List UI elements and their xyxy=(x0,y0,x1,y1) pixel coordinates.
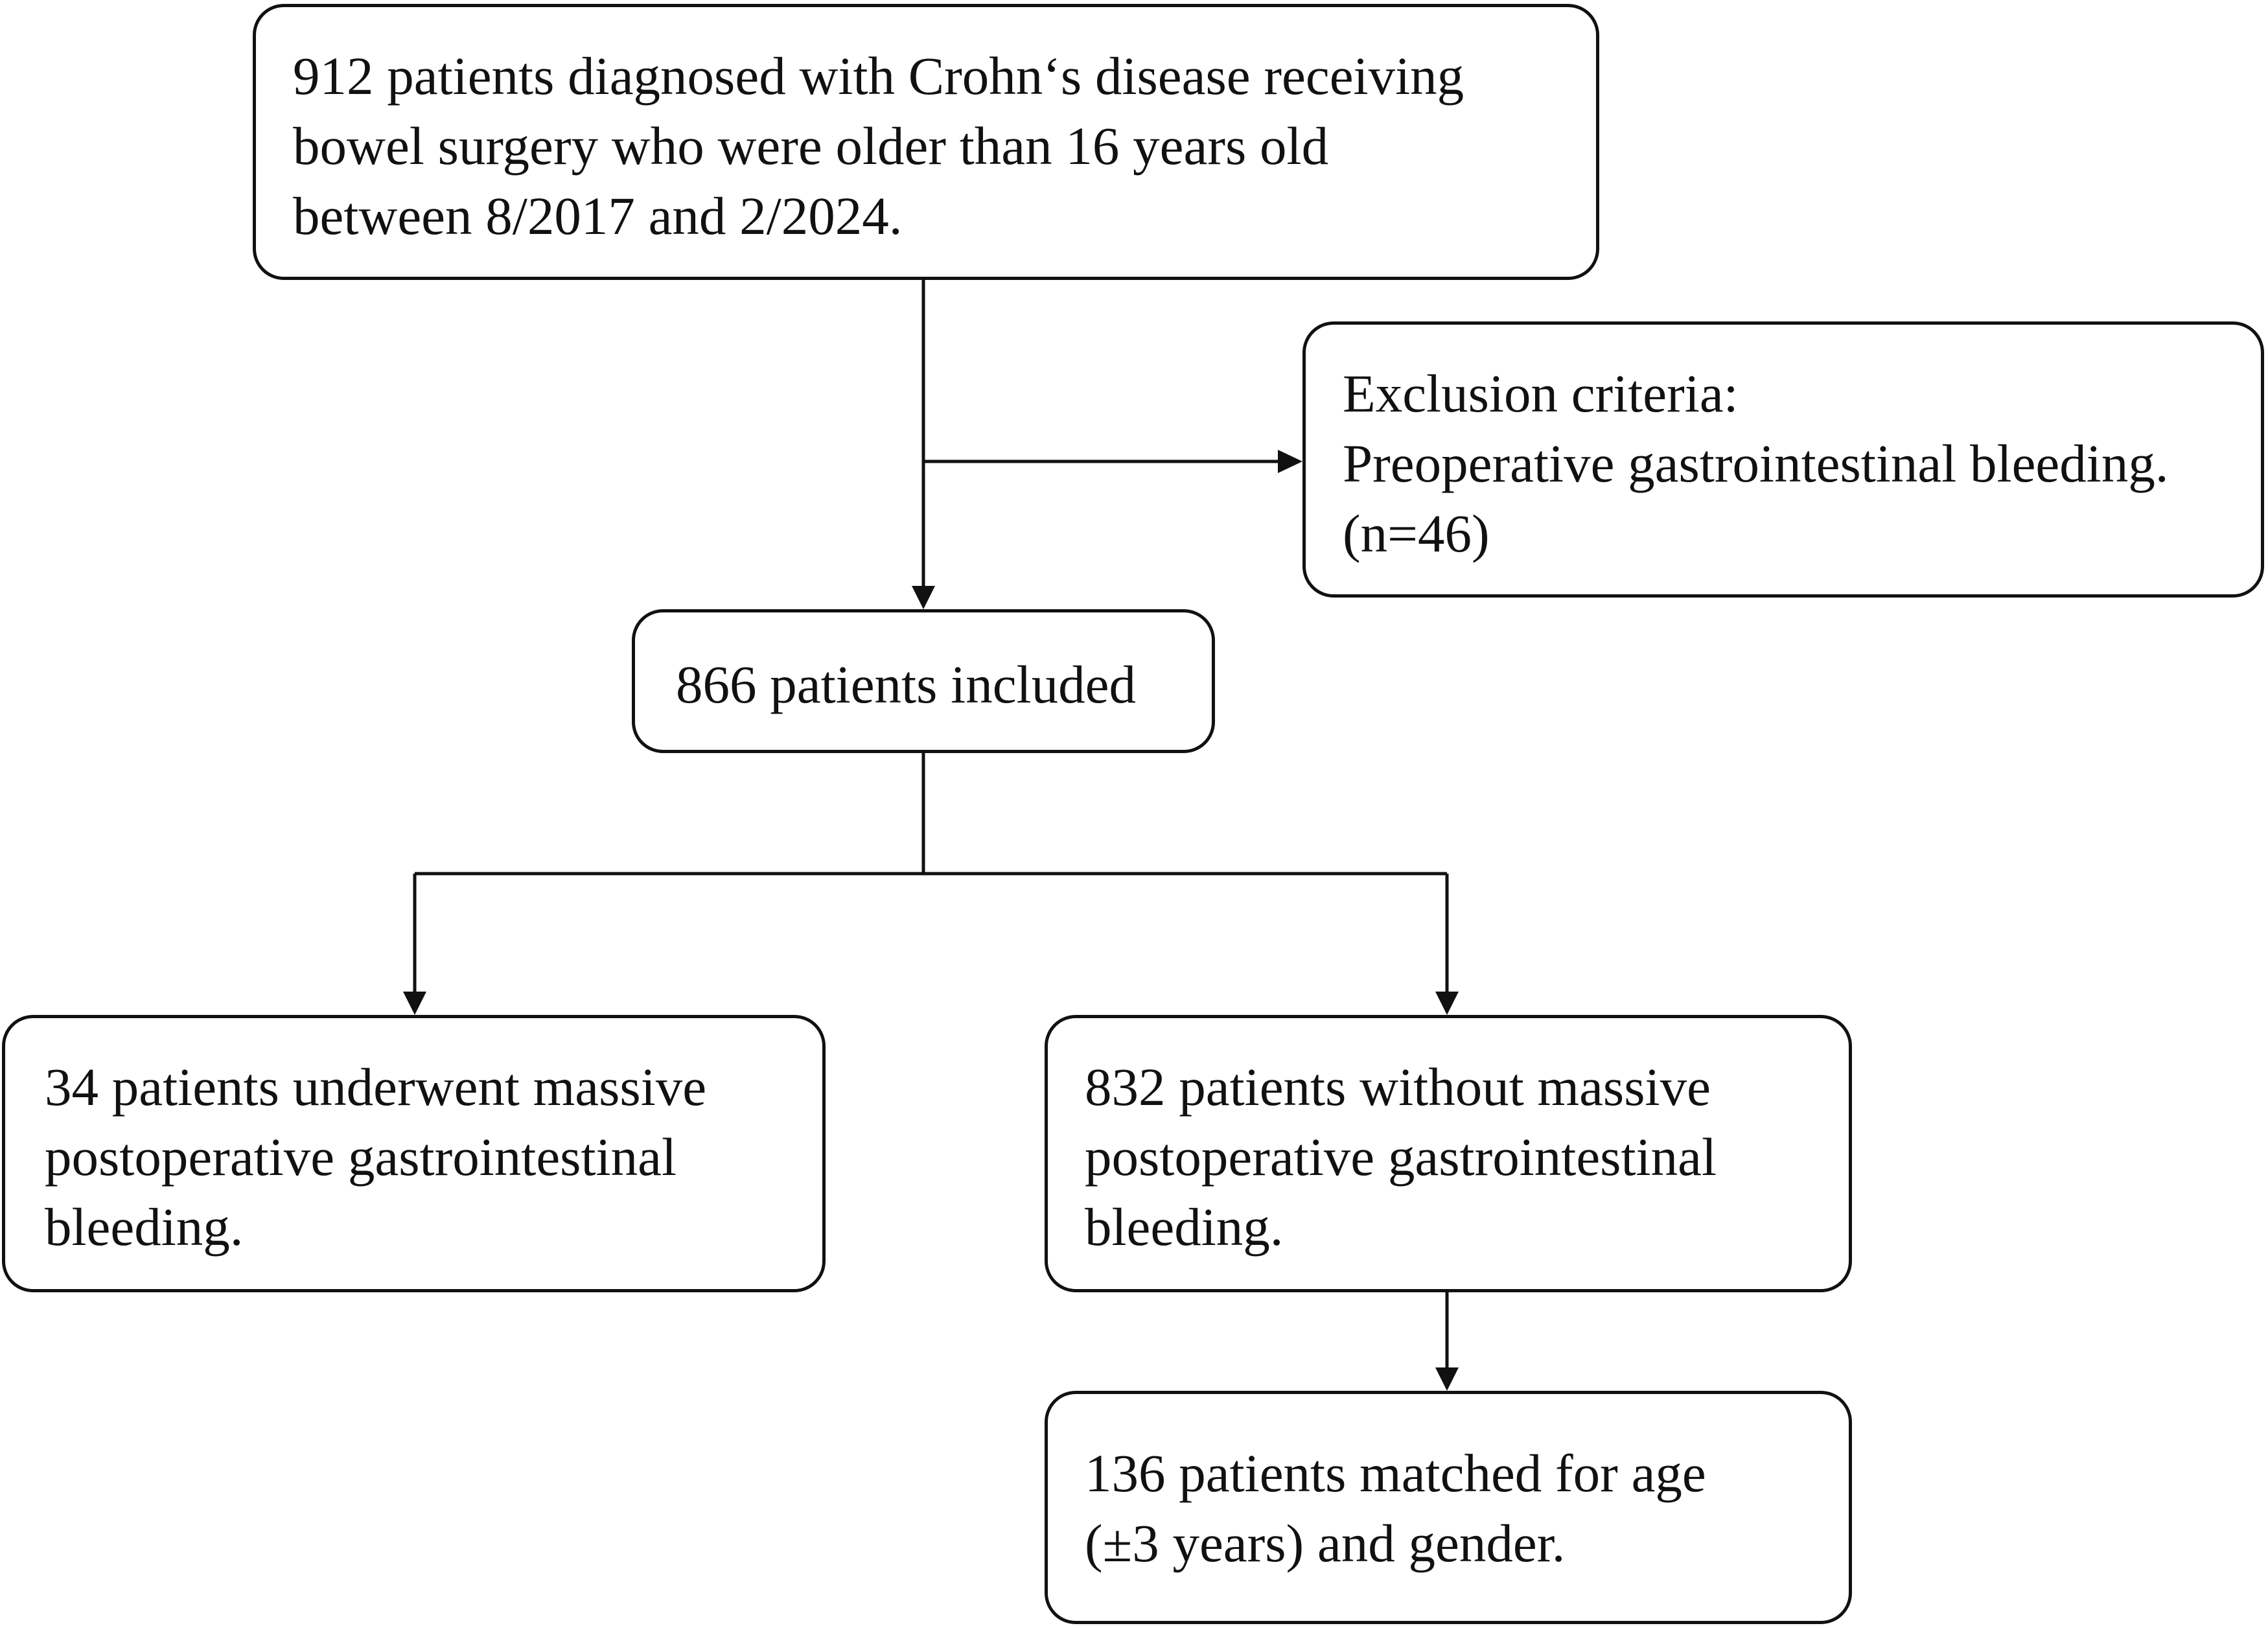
no-bleeding-group-text: 832 patients without massive postoperati… xyxy=(1085,1052,1717,1262)
text-line: Preoperative gastrointestinal bleeding. xyxy=(1343,434,2169,493)
arrowhead-matched xyxy=(1435,1367,1459,1391)
exclusion-criteria-text: Exclusion criteria: Preoperative gastroi… xyxy=(1343,358,2169,568)
matched-patients-box: 136 patients matched for age (±3 years) … xyxy=(1045,1391,1852,1624)
included-patients-text: 866 patients included xyxy=(676,649,1136,719)
text-line: postoperative gastrointestinal xyxy=(1085,1127,1717,1187)
text-line: 912 patients diagnosed with Crohn‘s dise… xyxy=(293,46,1464,106)
text-line: bowel surgery who were older than 16 yea… xyxy=(293,116,1329,176)
text-line: 34 patients underwent massive xyxy=(45,1057,707,1117)
screened-patients-box: 912 patients diagnosed with Crohn‘s dise… xyxy=(253,4,1599,280)
text-line: between 8/2017 and 2/2024. xyxy=(293,186,903,246)
text-line: bleeding. xyxy=(1085,1197,1284,1257)
text-line: Exclusion criteria: xyxy=(1343,364,1739,423)
no-bleeding-group-box: 832 patients without massive postoperati… xyxy=(1045,1015,1852,1292)
text-line: postoperative gastrointestinal xyxy=(45,1127,677,1187)
bleeding-group-text: 34 patients underwent massive postoperat… xyxy=(45,1052,706,1262)
text-line: (n=46) xyxy=(1343,504,1490,563)
arrowhead-no-bleeding xyxy=(1435,992,1459,1015)
bleeding-group-box: 34 patients underwent massive postoperat… xyxy=(2,1015,826,1292)
screened-patients-text: 912 patients diagnosed with Crohn‘s dise… xyxy=(293,41,1464,251)
text-line: 832 patients without massive xyxy=(1085,1057,1711,1117)
arrowhead-bleeding xyxy=(403,992,426,1015)
text-line: 866 patients included xyxy=(676,655,1136,714)
arrowhead-included xyxy=(912,586,935,609)
arrowhead-exclusion xyxy=(1278,450,1302,473)
included-patients-box: 866 patients included xyxy=(632,609,1215,753)
text-line: 136 patients matched for age xyxy=(1085,1443,1706,1503)
matched-patients-text: 136 patients matched for age (±3 years) … xyxy=(1085,1438,1706,1578)
text-line: bleeding. xyxy=(45,1197,244,1257)
text-line: (±3 years) and gender. xyxy=(1085,1513,1566,1573)
exclusion-criteria-box: Exclusion criteria: Preoperative gastroi… xyxy=(1302,321,2264,598)
